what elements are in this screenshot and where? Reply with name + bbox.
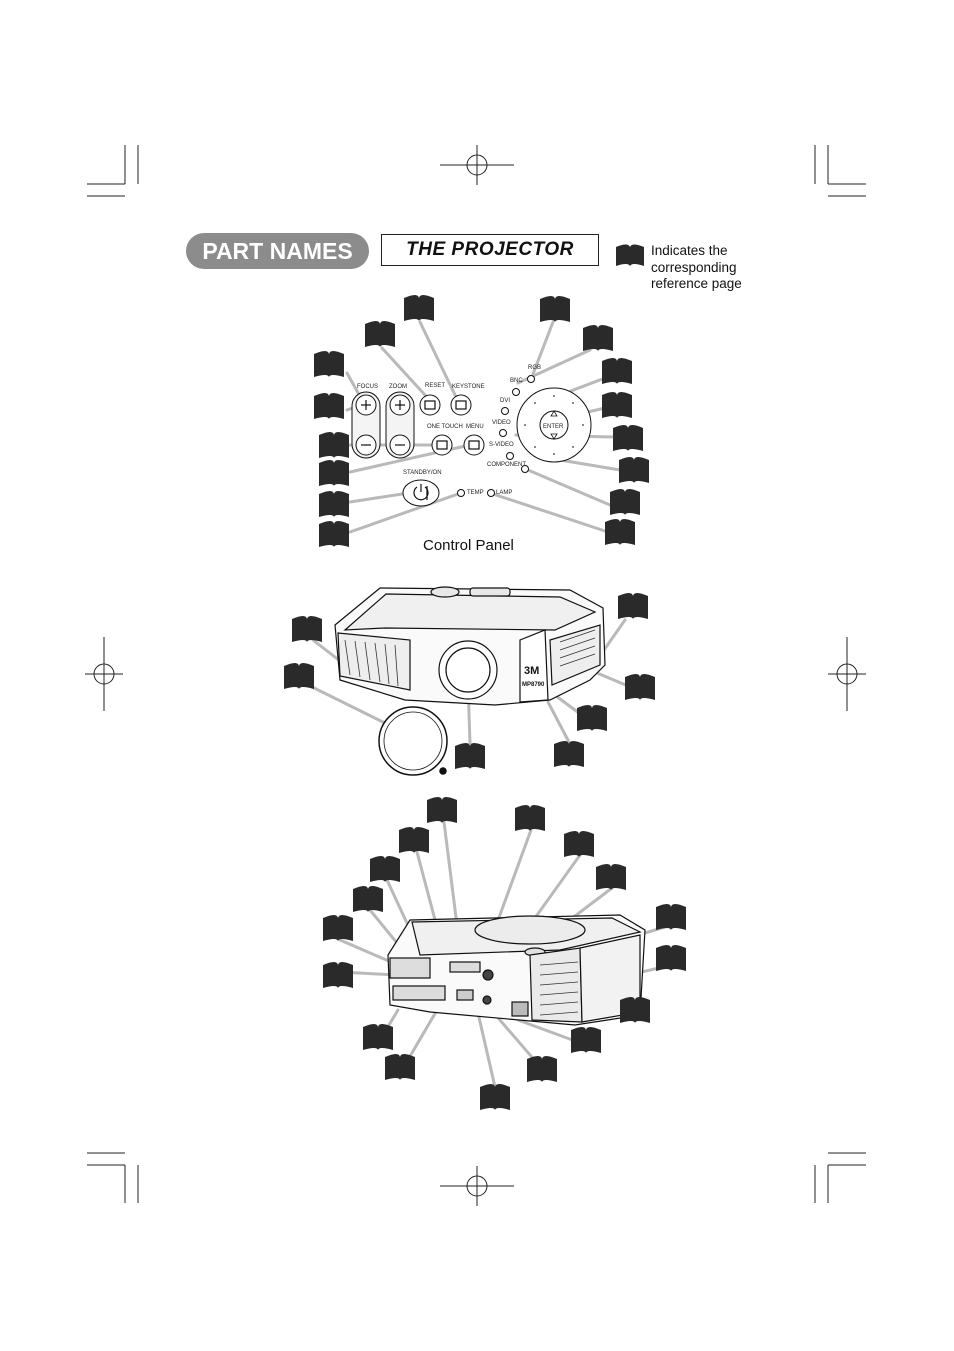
bnc-label: BNC [510, 378, 523, 384]
book-icon [564, 831, 594, 857]
focus-label: FOCUS [357, 384, 378, 390]
book-icon [353, 886, 383, 912]
legend-line: corresponding [651, 259, 737, 275]
enter-label: ENTER [543, 424, 564, 430]
menu-label: MENU [466, 424, 484, 430]
lens-cap [378, 706, 448, 776]
legend-text: Indicates the corresponding reference pa… [651, 243, 742, 293]
brand-logo: 3M [524, 665, 539, 677]
dvi-label: DVI [500, 398, 510, 404]
book-icon [480, 1084, 510, 1110]
book-icon [323, 915, 353, 941]
s-video-label: S-VIDEO [489, 442, 514, 448]
control-panel-caption: Control Panel [423, 537, 514, 554]
book-icon [399, 827, 429, 853]
book-icon [370, 856, 400, 882]
rgb-label: RGB [528, 365, 541, 371]
book-icon [323, 962, 353, 988]
reset-label: RESET [425, 383, 445, 389]
model-label: MP8790 [522, 682, 545, 688]
book-icon [515, 805, 545, 831]
temp-label: TEMP [467, 490, 484, 496]
section-title: PART NAMES [186, 233, 369, 269]
book-icon [571, 1027, 601, 1053]
book-icon [596, 864, 626, 890]
book-icon [363, 1024, 393, 1050]
video-label: VIDEO [492, 420, 511, 426]
subsection-title: THE PROJECTOR [381, 234, 599, 266]
book-icon [527, 1056, 557, 1082]
book-icon [427, 797, 457, 823]
book-icon [620, 997, 650, 1023]
standby-on-label: STANDBY/ON [403, 470, 442, 476]
book-icon [656, 945, 686, 971]
keystone-label: KEYSTONE [452, 384, 485, 390]
book-icon [385, 1054, 415, 1080]
legend-line: Indicates the [651, 243, 728, 258]
component-label: COMPONENT [487, 462, 526, 468]
lamp-label: LAMP [496, 490, 512, 496]
one-touch-label: ONE TOUCH [427, 424, 463, 430]
zoom-label: ZOOM [389, 384, 407, 390]
legend-line: reference page [651, 276, 742, 291]
book-icon [656, 904, 686, 930]
